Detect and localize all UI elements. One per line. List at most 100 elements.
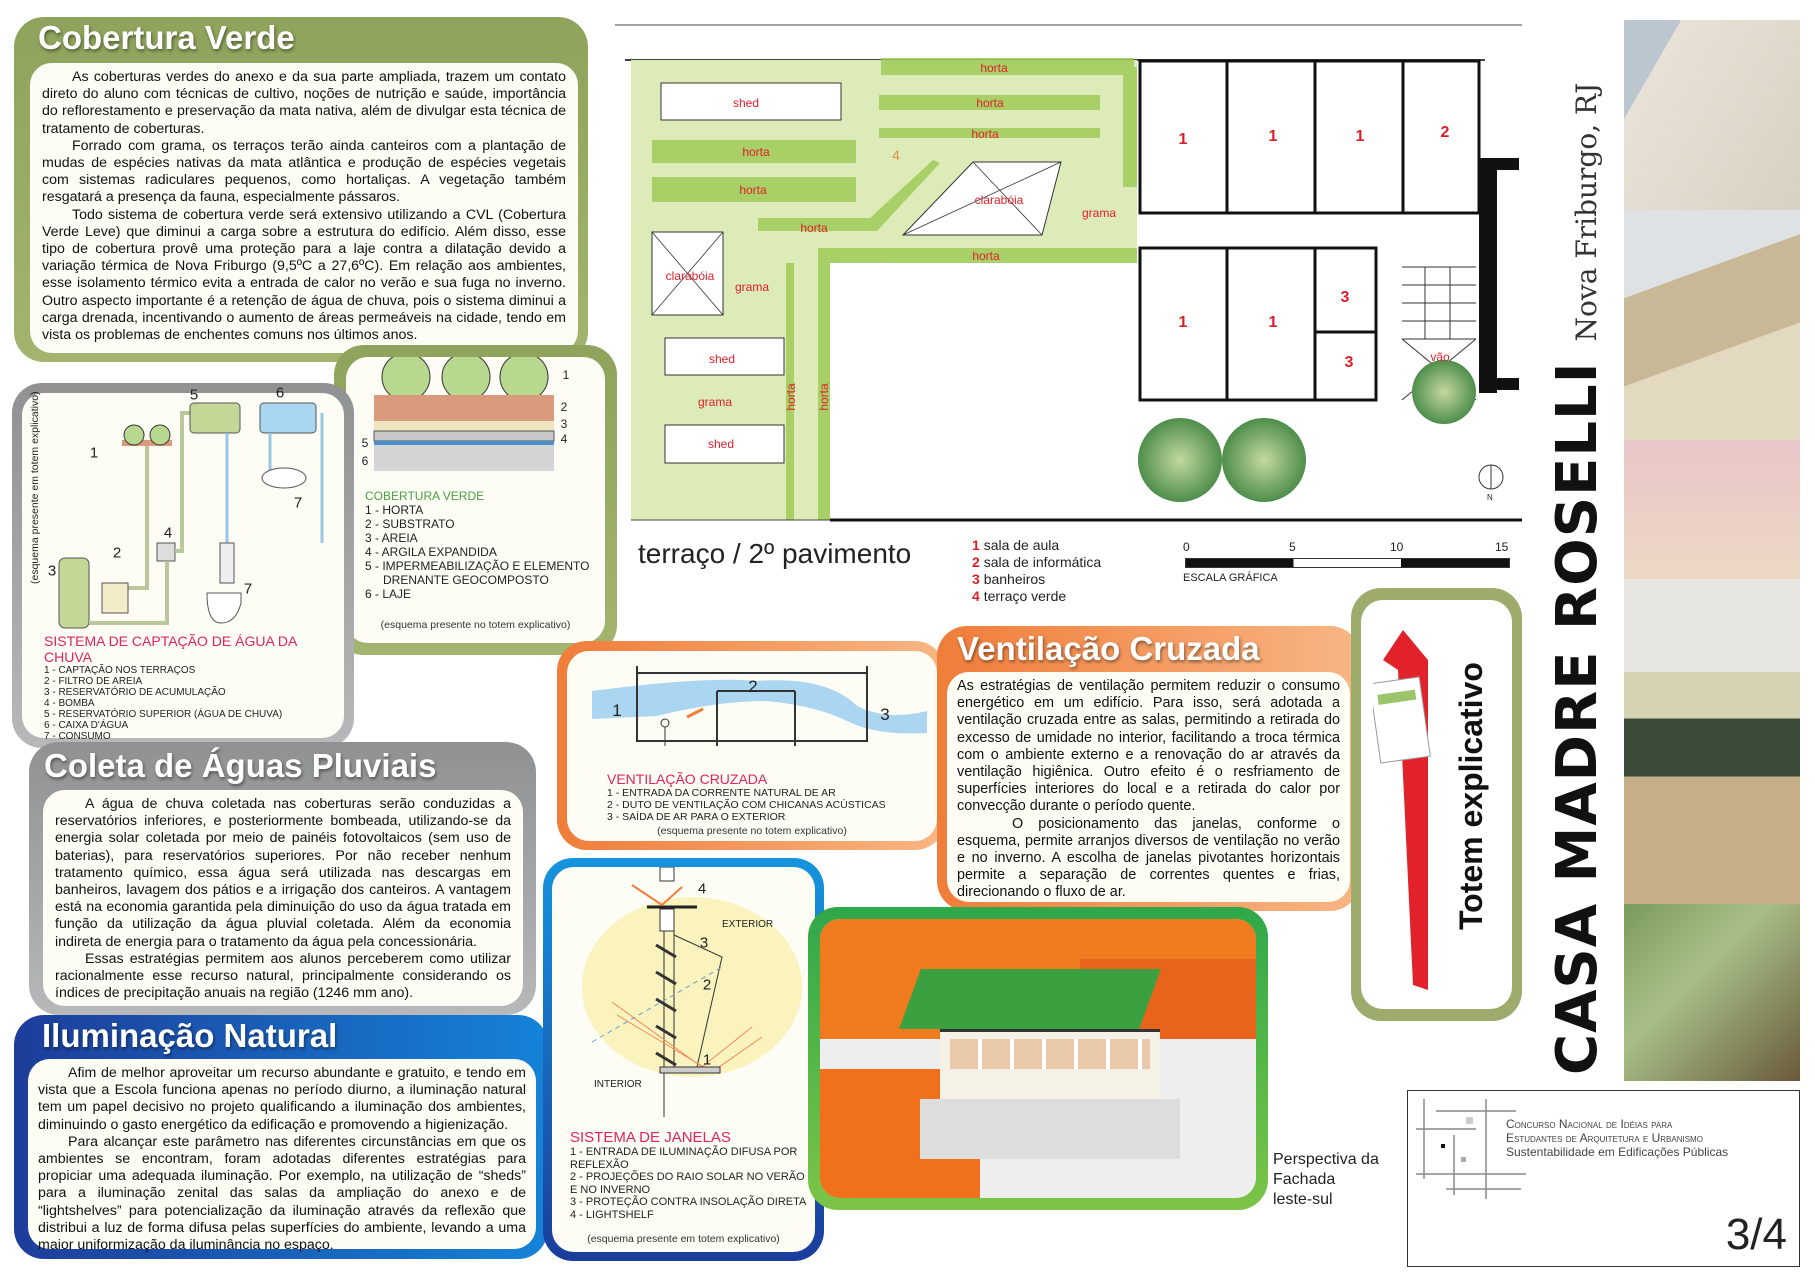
scale-tick: 5 [1289,540,1296,554]
totem-label: Totem explicativo [1453,662,1489,930]
legend-item: 2 - PROJEÇÕES DO RAIO SOLAR NO VERÃO E N… [570,1171,805,1196]
diagram-number: 3 [880,705,890,724]
layer-number: 4 [560,432,568,446]
project-name: CASA MADRE ROSELLI [1545,361,1610,1075]
totem-inner: Totem explicativo [1361,600,1512,1009]
layer-number: 2 [560,400,568,414]
paragraph: Afim de melhor aproveitar um recurso abu… [38,1065,526,1133]
tree-icon [1222,418,1306,502]
cobertura-diagram-panel: 1 2 3 4 5 6 COBERTURA VERDE 1 - HORTA 2 … [334,345,617,655]
legend-item: 3 banheiros [972,571,1046,587]
tree-icon [1138,418,1222,502]
legend-item: 3 - RESERVATÓRIO DE ACUMULAÇÃO [44,687,226,698]
competition-footer: Concurso Nacional de Idéias para Estudan… [1407,1090,1800,1267]
project-title: CASA MADRE ROSELLI Nova Friburgo, RJ [1545,83,1610,1075]
cobertura-verde-panel: Cobertura Verde As coberturas verdes do … [14,17,588,362]
ventilacao-panel: Ventilação Cruzada As estratégias de ven… [937,626,1360,911]
exterior-label: EXTERIOR [722,919,774,930]
room-number: 2 [1440,124,1450,141]
legend-item: 7 - CONSUMO [44,731,111,742]
paragraph: As estratégias de ventilação permitem re… [957,678,1340,815]
scale-tick: 0 [1183,540,1190,554]
horta-label: horta [971,127,999,141]
caption-line: Fachada [1273,1171,1336,1188]
paragraph: Forrado com grama, os terraços terão ain… [42,137,566,206]
coleta-text: A água de chuva coletada nas coberturas … [43,790,523,1006]
cobertura-legend: COBERTURA VERDE 1 - HORTA 2 - SUBSTRATO … [365,489,590,601]
green-roof-layers-diagram [373,357,555,471]
legend-item: 6 - LAJE [365,587,412,601]
layer-number: 3 [560,417,568,431]
cobertura-verde-title: Cobertura Verde [38,19,295,56]
diagram-number: 2 [748,677,758,696]
photo-classroom-decorations [1624,440,1800,672]
floor-plan-drawing [615,24,1522,522]
interior-label: INTERIOR [594,1079,642,1090]
legend-item: 4 terraço verde [972,588,1067,604]
coleta-title: Coleta de Águas Pluviais [44,747,437,784]
plan-legend: 1 sala de aula 2 sala de informática 3 b… [972,537,1101,605]
horta-label: horta [739,183,767,197]
horta-label: horta [980,61,1008,75]
graphic-scale: 0 5 10 15 ESCALA GRÁFICA [1183,540,1514,590]
coleta-panel: Coleta de Águas Pluviais A água de chuva… [29,742,536,1015]
legend-item: DRENANTE GEOCOMPOSTO [383,573,549,587]
diagram-note: (esquema presente no totem explicativo) [657,825,847,837]
captacao-legend: SISTEMA DE CAPTAÇÃO DE ÁGUA DA CHUVA 1 -… [44,633,344,742]
legend-item: 1 sala de aula [972,537,1060,553]
shed-label: shed [732,96,760,110]
diagram-number: 3 [47,562,57,580]
captacao-inner: (esquema presente em totem explicativo) … [22,385,344,742]
scale-tick: 15 [1495,540,1509,554]
horta-label: horta [817,383,831,411]
page-number: 3/4 [1725,1210,1787,1259]
layer-number: 6 [361,454,369,468]
scale-label: ESCALA GRÁFICA [1183,572,1278,584]
diagram-number: 4 [163,524,173,542]
legend-caption: VENTILAÇÃO CRUZADA [607,771,768,787]
claraboia-label: clarabóia [974,193,1024,207]
diagram-number: 2 [702,976,712,994]
claraboia-label: clarabóia [665,269,715,283]
room-number: 1 [1268,128,1278,145]
legend-item: 1 - ENTRADA DE ILUMINAÇÃO DIFUSA POR REF… [570,1146,798,1171]
legend-item: 2 - FILTRO DE AREIA [44,676,143,687]
legend-caption: SISTEMA DE JANELAS [570,1129,731,1146]
photo-cracked-wall [1624,20,1800,210]
legend-item: 4 - LIGHTSHELF [570,1208,654,1221]
legend-item: 6 - CAIXA D'ÁGUA [44,720,129,731]
room-number: 3 [1344,354,1354,371]
diagram-number: 2 [112,544,122,562]
diagram-note: (esquema presente no totem explicativo) [380,619,571,631]
layer-number: 5 [361,436,369,450]
perspective-render-panel [808,907,1268,1210]
captacao-panel: (esquema presente em totem explicativo) … [12,383,354,748]
vao-label: vão [1430,350,1450,364]
paragraph: Todo sistema de cobertura verde será ext… [42,206,566,344]
legend-item: 3 - PROTEÇÃO CONTRA INSOLAÇÃO DIRETA [570,1196,807,1208]
legend-item: 5 - IMPERMEABILIZAÇÃO E ELEMENTO [365,559,590,573]
legend-item: 2 sala de informática [972,554,1102,570]
ventilacao-text: As estratégias de ventilação permitem re… [947,672,1350,902]
cobertura-verde-text: As coberturas verdes do anexo e da sua p… [30,63,578,353]
tree-icon [1412,360,1476,424]
photo-classroom-desks [1624,672,1800,904]
legend-item: 5 - RESERVATÓRIO SUPERIOR (ÁGUA DE CHUVA… [44,709,283,720]
diagram-number: 3 [699,934,709,952]
janelas-legend: SISTEMA DE JANELAS 1 - ENTRADA DE ILUMIN… [570,1129,808,1221]
perspective-caption: Perspectiva da Fachada leste-sul [1273,1150,1379,1210]
terrace-number: 4 [892,147,900,163]
plan-title: terraço / 2º pavimento [638,538,912,569]
competition-logo [1416,1099,1526,1199]
diagram-note: (esquema presente em totem explicativo) [587,1233,780,1245]
ventilacao-legend: VENTILAÇÃO CRUZADA 1 - ENTRADA DA CORREN… [607,771,886,823]
room-number: 1 [1355,128,1365,145]
legend-item: 3 - AREIA [365,531,418,545]
legend-caption: SISTEMA DE CAPTAÇÃO DE ÁGUA DA CHUVA [44,633,297,665]
paragraph: Essas estratégias permitem aos alunos pe… [55,950,511,1002]
grama-label: grama [734,280,770,294]
iluminacao-panel: Iluminação Natural Afim de melhor aprove… [14,1015,548,1259]
horta-label: horta [976,96,1004,110]
room-number: 1 [1178,314,1188,331]
legend-item: 3 - SAÍDA DE AR PARA O EXTERIOR [607,811,786,823]
